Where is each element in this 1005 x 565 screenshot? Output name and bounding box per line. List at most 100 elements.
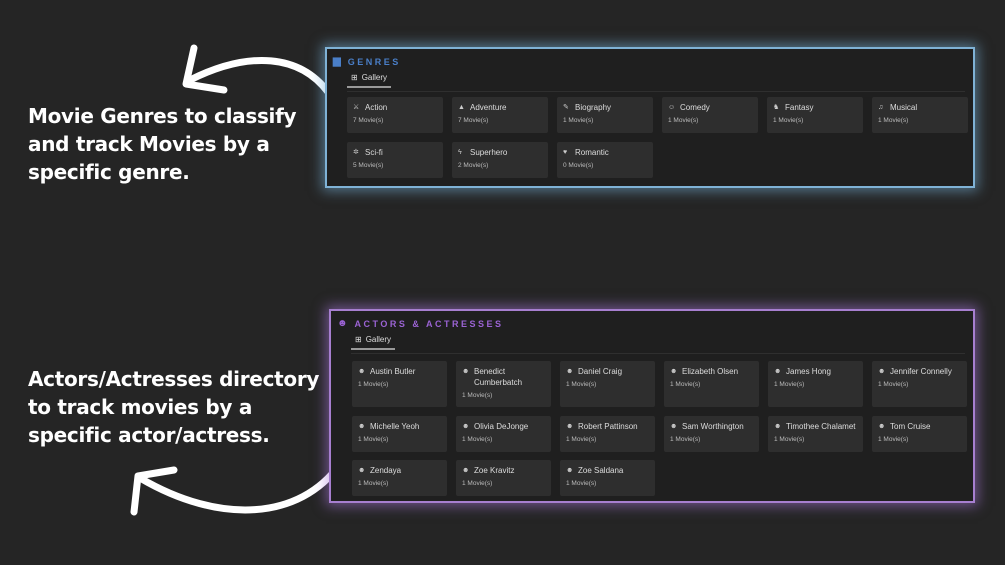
gallery-icon: ⊞ <box>355 335 362 344</box>
card-title: ☻ James Hong <box>774 366 857 377</box>
genres-panel: ▆ GENRES ⊞ Gallery ⚔Action 7 Movie(s) ▲Adv… <box>325 47 975 188</box>
movie-count: 1 Movie(s) <box>774 436 805 443</box>
actors-card[interactable]: ☻Robert Pattinson 1 Movie(s) <box>560 416 655 452</box>
caption-line: to track movies by a <box>28 395 253 419</box>
actors-card[interactable]: ☻ Zendaya 1 Movie(s) <box>352 460 447 496</box>
card-name: Tom Cruise <box>890 422 931 431</box>
caption-line: Actors/Actresses directory <box>28 367 320 391</box>
actors-card[interactable]: ☻ Austin Butler 1 Movie(s) <box>352 361 447 407</box>
theater-mask-icon: ☻ <box>337 318 348 329</box>
card-name: Zendaya <box>370 466 402 475</box>
actors-caption: Actors/Actresses directory to track movi… <box>28 365 319 449</box>
movie-count: 1 Movie(s) <box>878 117 909 124</box>
card-title: ♫Musical <box>878 102 962 113</box>
card-title: ☻Robert Pattinson <box>566 421 649 432</box>
arrow-to-actors-icon <box>136 460 344 514</box>
movie-count: 1 Movie(s) <box>358 381 389 388</box>
card-name: Biography <box>575 103 612 112</box>
atom-icon: ✲ <box>353 149 359 156</box>
movie-count: 2 Movie(s) <box>458 162 489 169</box>
tab-label: Gallery <box>365 335 392 344</box>
theater-mask-icon: ☻ <box>358 467 366 474</box>
movie-count: 1 Movie(s) <box>358 480 389 487</box>
theater-mask-icon: ☻ <box>566 467 574 474</box>
genres-card[interactable]: ✎ Biography 1 Movie(s) <box>557 97 653 133</box>
genres-card[interactable]: ♫Musical 1 Movie(s) <box>872 97 968 133</box>
card-title: ☻Michelle Yeoh <box>358 421 441 432</box>
actors-card[interactable]: ☻Olivia DeJonge 1 Movie(s) <box>456 416 551 452</box>
card-title: ☻ Tom Cruise <box>878 421 961 432</box>
card-title: ✲Sci-fi <box>353 147 437 158</box>
card-name: Fantasy <box>785 103 814 112</box>
card-title: ☻Sam Worthington <box>670 421 753 432</box>
actors-card[interactable]: ☻Timothee Chalamet 1 Movie(s) <box>768 416 863 452</box>
card-name: Adventure <box>470 103 507 112</box>
card-title: ☻Daniel Craig <box>566 366 649 377</box>
card-name: Romantic <box>575 148 609 157</box>
caption-line: and track Movies by a <box>28 132 270 156</box>
movie-count: 1 Movie(s) <box>563 117 594 124</box>
theater-mask-icon: ☻ <box>878 423 886 430</box>
movie-count: 1 Movie(s) <box>462 436 493 443</box>
theater-mask-icon: ☻ <box>774 368 782 375</box>
card-name: Austin Butler <box>370 367 416 376</box>
card-title: ☻ Austin Butler <box>358 366 441 377</box>
card-title: ☻Timothee Chalamet <box>774 421 857 432</box>
caption-line: specific genre. <box>28 160 190 184</box>
theater-mask-icon: ☻ <box>358 368 366 375</box>
card-title: ☻Zoe Kravitz <box>462 465 545 476</box>
actors-title[interactable]: ☻ ACTORS & ACTRESSES <box>337 318 504 329</box>
card-name: Sam Worthington <box>682 422 744 431</box>
theater-mask-icon: ☻ <box>774 423 782 430</box>
genres-card[interactable]: ϟ Superhero 2 Movie(s) <box>452 142 548 178</box>
card-title: ☻Jennifer Connelly <box>878 366 961 377</box>
card-title: ♥Romantic <box>563 147 647 158</box>
genres-title[interactable]: ▆ GENRES <box>333 56 401 67</box>
card-name: Zoe Saldana <box>578 466 624 475</box>
card-title: ☺Comedy <box>668 102 752 113</box>
card-name: Musical <box>890 103 918 112</box>
genres-caption: Movie Genres to classify and track Movie… <box>28 102 297 186</box>
card-title: ⚔Action <box>353 102 437 113</box>
tab-label: Gallery <box>361 73 388 82</box>
card-name: James Hong <box>786 367 831 376</box>
movie-count: 1 Movie(s) <box>773 117 804 124</box>
theater-mask-icon: ☻ <box>878 368 886 375</box>
caption-line: Movie Genres to classify <box>28 104 297 128</box>
card-name: Benedict Cumberbatch <box>474 367 523 387</box>
database-icon: ▆ <box>333 56 341 67</box>
card-name: Elizabeth Olsen <box>682 367 739 376</box>
movie-count: 1 Movie(s) <box>670 436 701 443</box>
tab-gallery[interactable]: ⊞ Gallery <box>347 73 392 88</box>
card-title: ϟ Superhero <box>458 147 542 158</box>
theater-mask-icon: ☻ <box>566 423 574 430</box>
bolt-icon: ϟ <box>458 149 462 156</box>
actors-card[interactable]: ☻Daniel Craig 1 Movie(s) <box>560 361 655 407</box>
movie-count: 7 Movie(s) <box>353 117 384 124</box>
genres-card[interactable]: ⚔Action 7 Movie(s) <box>347 97 443 133</box>
actors-card[interactable]: ☻Sam Worthington 1 Movie(s) <box>664 416 759 452</box>
tab-gallery[interactable]: ⊞ Gallery <box>351 335 396 350</box>
card-title: ☻ Zendaya <box>358 465 441 476</box>
theater-mask-icon: ☻ <box>462 368 470 375</box>
movie-count: 1 Movie(s) <box>566 381 597 388</box>
card-name: Comedy <box>680 103 710 112</box>
card-name: Superhero <box>470 148 508 157</box>
arrowhead-top-icon <box>182 44 228 94</box>
edit-icon: ✎ <box>563 104 569 111</box>
card-title: ☻Olivia DeJonge <box>462 421 545 432</box>
movie-count: 1 Movie(s) <box>566 436 597 443</box>
